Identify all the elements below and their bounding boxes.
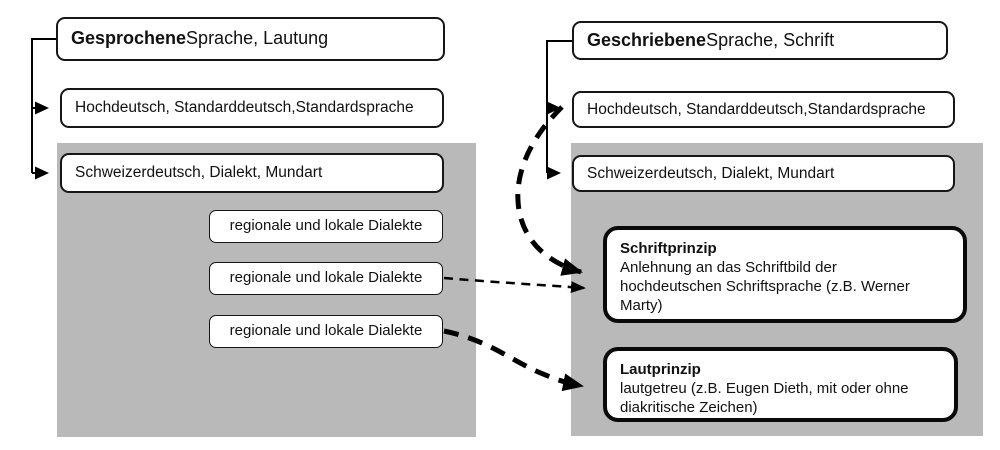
spoken-dialect-box: Schweizerdeutsch, Dialekt, Mundart [60, 153, 444, 193]
regional-dialects-box-3: regionale und lokale Dialekte [209, 315, 443, 348]
written-standard-label: Hochdeutsch, Standarddeutsch,Standardspr… [587, 100, 926, 118]
schriftprinzip-title: Schriftprinzip [620, 240, 717, 257]
written-title-rest: Sprache, Schrift [706, 29, 835, 50]
lautprinzip-box: Lautprinzip lautgetreu (z.B. Eugen Dieth… [603, 347, 958, 422]
spoken-language-title-box: Gesprochene Sprache, Lautung [56, 17, 445, 61]
written-language-title-box: Geschriebene Sprache, Schrift [572, 21, 948, 60]
regional-dialects-label-3: regionale und lokale Dialekte [229, 322, 423, 340]
regional-dialects-box-2: regionale und lokale Dialekte [209, 262, 443, 295]
spoken-standard-label: Hochdeutsch, Standarddeutsch,Standardspr… [75, 99, 414, 117]
schriftprinzip-box: Schriftprinzip Anlehnung an das Schriftb… [603, 226, 967, 323]
left-bracket-line [31, 38, 56, 173]
spoken-title-bold: Gesprochene [71, 28, 187, 49]
spoken-dialect-label: Schweizerdeutsch, Dialekt, Mundart [75, 164, 323, 182]
lautprinzip-title: Lautprinzip [620, 361, 701, 378]
regional-dialects-label-1: regionale und lokale Dialekte [229, 217, 423, 235]
written-dialect-box: Schweizerdeutsch, Dialekt, Mundart [572, 155, 955, 192]
schriftprinzip-body: Anlehnung an das Schriftbild der hochdeu… [620, 259, 910, 314]
spoken-standard-box: Hochdeutsch, Standarddeutsch,Standardspr… [60, 88, 444, 128]
right-bracket-line [546, 40, 572, 173]
regional-dialects-label-2: regionale und lokale Dialekte [229, 269, 423, 287]
lautprinzip-body: lautgetreu (z.B. Eugen Dieth, mit oder o… [620, 380, 909, 416]
written-dialect-label: Schweizerdeutsch, Dialekt, Mundart [587, 164, 835, 182]
written-standard-box: Hochdeutsch, Standarddeutsch,Standardspr… [572, 91, 955, 128]
spoken-title-rest: Sprache, Lautung [186, 28, 329, 49]
written-title-bold: Geschriebene [587, 29, 707, 50]
regional-dialects-box-1: regionale und lokale Dialekte [209, 210, 443, 243]
